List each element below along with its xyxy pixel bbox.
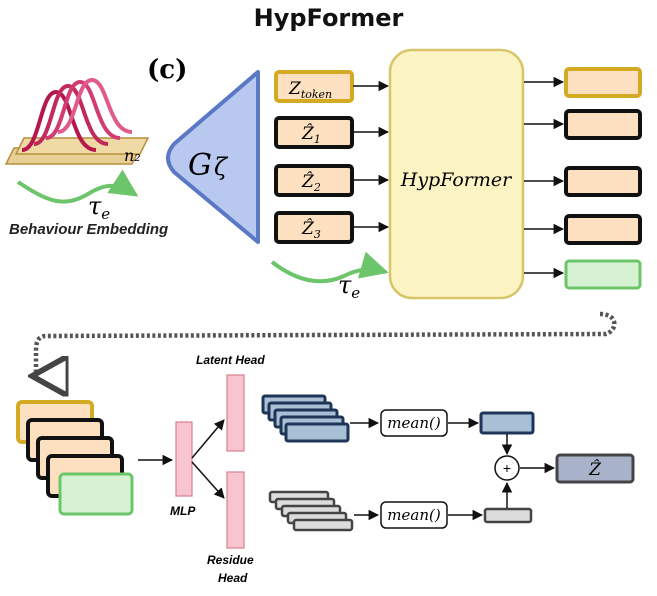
token-box-token <box>274 70 354 103</box>
tau-input-label: τe <box>338 271 360 302</box>
output-z-label: Ẑ <box>588 459 602 480</box>
latent-token-stack <box>261 394 350 443</box>
behaviour-tau: τe <box>88 192 110 223</box>
sum-plus-label: + <box>503 460 511 476</box>
behaviour-bumps-icon <box>4 77 150 165</box>
output-box-2 <box>564 166 642 197</box>
residue-head-label-1: Residue <box>207 553 254 567</box>
n2-label: n₂ <box>124 146 141 165</box>
dashed-connector-arrow <box>36 311 617 376</box>
mean-bottom-box <box>380 501 448 529</box>
residue-mean-box <box>483 507 533 524</box>
generator-label: Gζ <box>188 148 229 183</box>
residue-head-label-2: Head <box>218 571 248 585</box>
behaviour-curve-arrow <box>16 169 139 204</box>
output-box-green <box>564 259 642 290</box>
hypformer-block-label: HypFormer <box>400 169 513 191</box>
arrow-mlp-latent <box>191 419 225 459</box>
token-label-3: Ẑ3 <box>301 218 321 241</box>
residue-head-block <box>226 471 245 549</box>
mean-top-box <box>380 409 448 437</box>
panel-label: (c) <box>147 55 187 85</box>
mean-bottom-label: mean() <box>387 506 441 524</box>
token-label-2: Ẑ2 <box>301 171 321 194</box>
output-box-1 <box>564 109 642 140</box>
latent-head-label: Latent Head <box>196 353 265 367</box>
latent-mean-box <box>479 411 535 435</box>
generator-shape <box>166 70 260 244</box>
output-box-token <box>564 67 642 98</box>
page-title: HypFormer <box>253 4 404 32</box>
residue-token-stack <box>268 490 354 532</box>
behaviour-caption: Behaviour Embedding <box>9 221 168 238</box>
mlp-block <box>175 421 193 497</box>
output-z-box <box>555 453 635 484</box>
token-label-1: Ẑ1 <box>301 123 321 146</box>
hypformer-block <box>388 48 525 300</box>
mean-top-label: mean() <box>387 414 441 432</box>
token-box-1 <box>274 116 354 149</box>
token-box-3 <box>274 211 354 244</box>
tau-input-curve-arrow <box>270 251 389 284</box>
sum-node <box>494 455 520 481</box>
latent-head-block <box>226 374 245 452</box>
stacked-token-boxes <box>16 400 134 516</box>
token-box-2 <box>274 164 354 197</box>
mlp-label: MLP <box>170 504 196 518</box>
arrow-mlp-residue <box>191 461 225 499</box>
token-label-token: Ztoken <box>288 79 332 101</box>
output-box-3 <box>564 214 642 245</box>
